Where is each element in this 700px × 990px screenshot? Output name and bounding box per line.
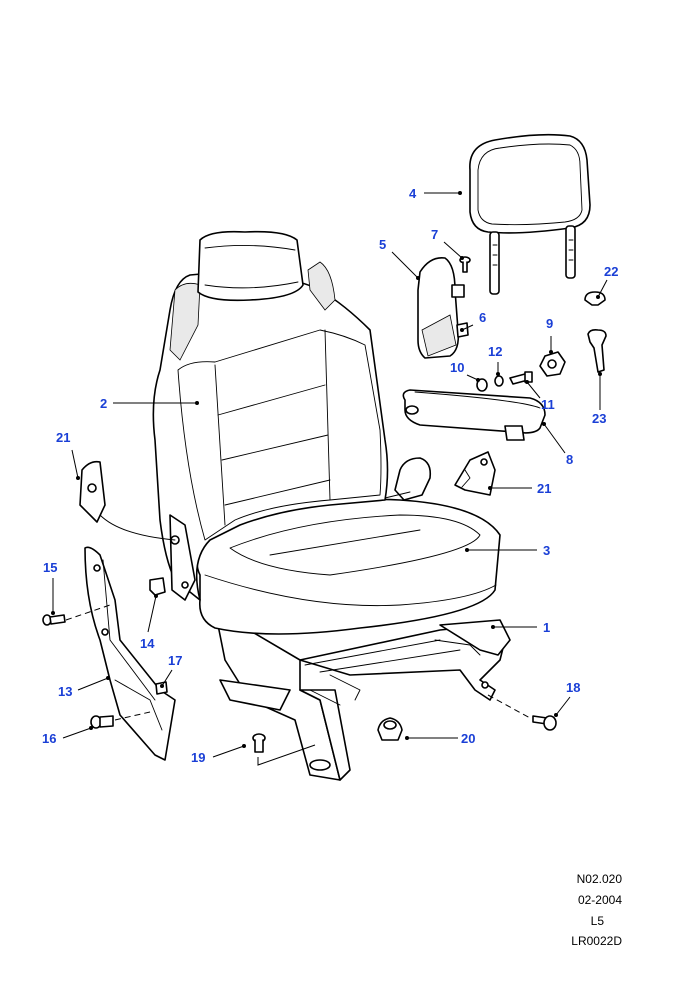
callout-11[interactable]: 11 [541, 397, 555, 412]
seat-frame-rails [214, 609, 511, 781]
callout-7[interactable]: 7 [431, 227, 438, 242]
bolt-18 [532, 715, 557, 731]
bracket-21-left [79, 460, 176, 541]
callout-21-right[interactable]: 21 [537, 481, 551, 496]
push-clip-14 [149, 577, 166, 596]
callout-6[interactable]: 6 [479, 310, 486, 325]
seat-belt-buckle [384, 457, 432, 501]
callout-8[interactable]: 8 [566, 452, 573, 467]
callout-1[interactable]: 1 [543, 620, 550, 635]
callout-3[interactable]: 3 [543, 543, 550, 558]
screw-16 [90, 715, 114, 729]
footer-date: 02-2004 [577, 893, 622, 907]
footer-model: L5 [590, 914, 604, 928]
callout-13[interactable]: 13 [58, 684, 72, 699]
callout-4[interactable]: 4 [409, 186, 417, 201]
headrest-cap-22 [584, 291, 606, 306]
washer-10 [476, 378, 488, 392]
callout-14[interactable]: 14 [140, 636, 155, 651]
callout-19[interactable]: 19 [191, 750, 205, 765]
callout-9[interactable]: 9 [546, 316, 553, 331]
callout-12[interactable]: 12 [488, 344, 502, 359]
callout-5[interactable]: 5 [379, 237, 386, 252]
callout-20[interactable]: 20 [461, 731, 475, 746]
bolt-19 [252, 733, 266, 753]
headrest-guide [417, 256, 465, 359]
side-trim-panel [84, 546, 176, 761]
callout-2[interactable]: 2 [100, 396, 107, 411]
headrest [469, 133, 591, 295]
armrest [402, 389, 546, 441]
clip-17 [155, 681, 168, 695]
leader-lines [51, 191, 608, 766]
callout-15[interactable]: 15 [43, 560, 57, 575]
callout-21-left[interactable]: 21 [56, 430, 70, 445]
footer-ref: LR0022D [571, 934, 622, 948]
callout-23[interactable]: 23 [592, 411, 606, 426]
callout-17[interactable]: 17 [168, 653, 182, 668]
headrest-sleeve-23 [587, 329, 607, 373]
washer-12 [494, 375, 504, 387]
callout-10[interactable]: 10 [450, 360, 464, 375]
seat-backrest [152, 230, 389, 601]
nut-9 [539, 351, 566, 377]
callout-22[interactable]: 22 [604, 264, 618, 279]
callout-16[interactable]: 16 [42, 731, 56, 746]
seat-cushion [196, 498, 501, 635]
screw-15 [42, 614, 66, 626]
callout-labels: 1 2 3 4 5 6 7 8 9 10 11 12 13 14 15 16 1… [42, 186, 618, 765]
footer-code: N02.020 [576, 872, 622, 886]
bracket-21-right [454, 451, 496, 496]
bolt-11 [509, 371, 533, 385]
nut-20 [377, 717, 403, 741]
callout-18[interactable]: 18 [566, 680, 580, 695]
